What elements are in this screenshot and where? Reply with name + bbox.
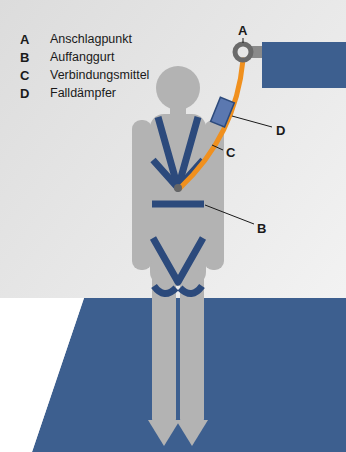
legend-text: Verbindungsmittel — [50, 69, 149, 82]
callout-letter: C — [226, 146, 235, 159]
anchor-ring — [235, 44, 251, 60]
attachment-point — [174, 184, 182, 192]
legend-letter: B — [20, 51, 29, 64]
legend-letter: D — [20, 87, 29, 100]
legend-letter: C — [20, 69, 29, 82]
callout-letter: B — [257, 222, 266, 235]
leader-lines — [205, 38, 272, 224]
callout-letter: D — [276, 124, 285, 137]
shock-absorber — [211, 97, 235, 127]
floor-edge — [0, 298, 84, 452]
callout-letter: A — [238, 24, 247, 37]
legend-text: Auffanggurt — [50, 51, 114, 64]
legend-text: Falldämpfer — [50, 87, 116, 100]
beam — [262, 42, 346, 88]
person — [132, 66, 224, 446]
legend-letter: A — [20, 33, 29, 46]
harness — [152, 117, 204, 294]
legend-text: Anschlagpunkt — [50, 33, 132, 46]
lanyard — [180, 60, 243, 188]
